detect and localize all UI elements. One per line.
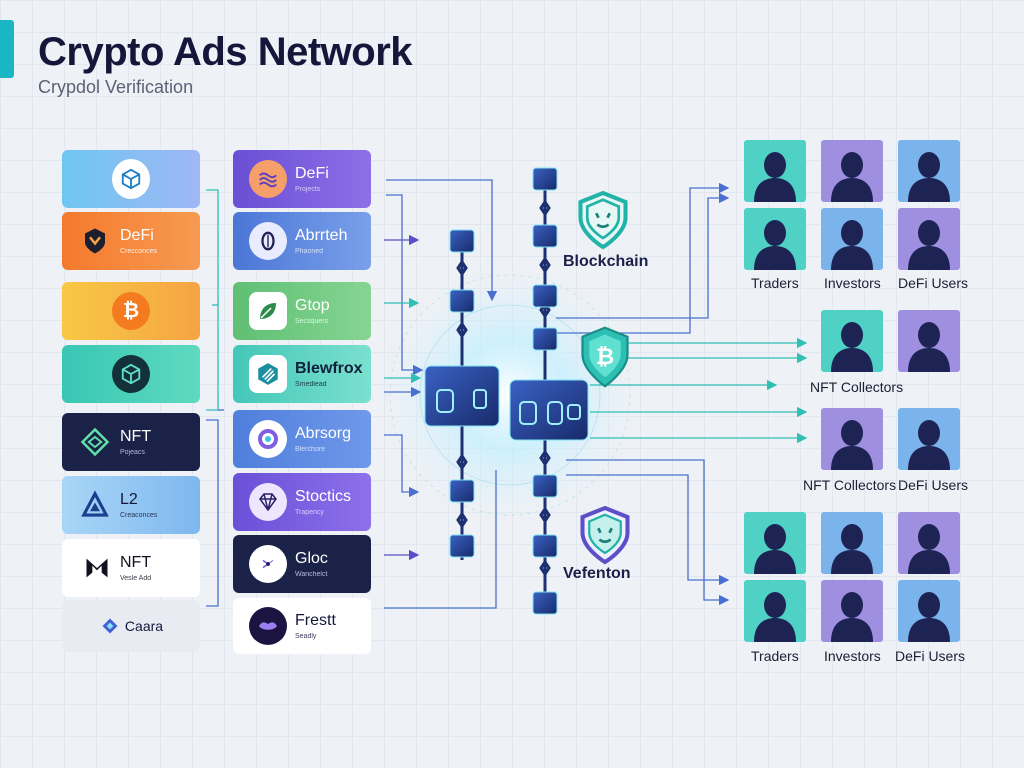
gem-icon bbox=[249, 483, 287, 521]
left-card-sub: Pojeacs bbox=[120, 449, 145, 456]
bitcoin-icon: ₿ bbox=[112, 292, 150, 330]
middle-card-sub: Wanchelct bbox=[295, 571, 328, 578]
user-avatar-icon bbox=[898, 140, 960, 202]
caara-logo-icon bbox=[99, 615, 121, 637]
user-avatar-icon bbox=[744, 580, 806, 642]
stripes-icon bbox=[249, 355, 287, 393]
user-avatar-icon bbox=[744, 140, 806, 202]
leaf-icon bbox=[249, 222, 287, 260]
middle-card-label: Abrsorg bbox=[295, 425, 352, 442]
lips-icon bbox=[249, 607, 287, 645]
shield-icon bbox=[578, 505, 632, 565]
audience-label: DeFi Users bbox=[898, 477, 969, 493]
user-avatar-icon bbox=[898, 512, 960, 574]
left-card-label: Caara bbox=[124, 618, 164, 634]
triangle-icon bbox=[78, 488, 112, 522]
leaf-icon bbox=[249, 292, 287, 330]
left-card-label: DeFi bbox=[120, 227, 154, 244]
audience-label: Investors bbox=[824, 648, 881, 664]
cube-icon bbox=[112, 159, 150, 199]
audience-label: NFT Collectors bbox=[803, 477, 897, 493]
left-card-nft[interactable]: NFT Pojeacs bbox=[62, 413, 200, 471]
audience-label: Investors bbox=[824, 275, 881, 291]
m-logo-icon bbox=[82, 551, 112, 585]
left-card-cube-2[interactable] bbox=[62, 345, 200, 403]
middle-card-sub: Blerchore bbox=[295, 446, 325, 453]
left-card-nft-2[interactable]: NFT Vesle Add bbox=[62, 539, 200, 597]
user-avatar-icon bbox=[898, 408, 960, 470]
left-card-sub: Crecconces bbox=[120, 248, 157, 255]
middle-card-label: Blewfrox bbox=[295, 360, 363, 377]
left-card-sub: Creaconces bbox=[120, 512, 158, 519]
user-avatar-icon bbox=[821, 208, 883, 270]
user-avatar-icon bbox=[744, 208, 806, 270]
user-avatar-icon bbox=[821, 140, 883, 202]
page-title: Crypto Ads Network bbox=[38, 30, 413, 74]
middle-card-label: Gloc bbox=[295, 550, 328, 567]
petal-icon bbox=[249, 545, 287, 583]
middle-card-sub: Smedlead bbox=[295, 381, 327, 388]
audience-label: DeFi Users bbox=[895, 648, 966, 664]
wave-icon bbox=[249, 160, 287, 198]
user-avatar-icon bbox=[898, 580, 960, 642]
left-card-label: L2 bbox=[120, 491, 138, 508]
user-avatar-icon bbox=[744, 512, 806, 574]
user-avatar-icon bbox=[821, 310, 883, 372]
user-avatar-icon bbox=[898, 208, 960, 270]
left-card-label: NFT bbox=[120, 554, 152, 571]
shield-icon bbox=[576, 190, 630, 250]
middle-card-label: Gtop bbox=[295, 297, 330, 314]
middle-card-sub: Seadly bbox=[295, 633, 317, 640]
user-avatar-icon bbox=[898, 310, 960, 372]
left-card-label: NFT bbox=[120, 428, 152, 445]
user-avatar-icon bbox=[821, 408, 883, 470]
cube-icon bbox=[112, 355, 150, 393]
middle-card-sub: Trapency bbox=[295, 509, 324, 516]
middle-card-label: Frestt bbox=[295, 612, 336, 629]
shield-logo-icon bbox=[78, 224, 112, 258]
diamond-icon bbox=[78, 425, 112, 459]
middle-card-sub: Secsquers bbox=[295, 318, 329, 325]
svg-text:₿: ₿ bbox=[596, 344, 614, 369]
left-card-bitcoin[interactable]: ₿ bbox=[62, 282, 200, 340]
title-accent-bar bbox=[0, 20, 14, 78]
middle-card-sub: Projects bbox=[295, 186, 321, 193]
shield-label: Blockchain bbox=[563, 253, 649, 270]
audience-label: NFT Collectors bbox=[810, 379, 904, 395]
bitcoin-shield-icon: ₿ bbox=[578, 325, 632, 389]
left-card-caara[interactable]: Caara bbox=[62, 600, 200, 652]
shield-label: Vefenton bbox=[563, 565, 631, 582]
audience-label: Traders bbox=[751, 275, 799, 291]
middle-card-label: Stoctics bbox=[295, 488, 352, 505]
middle-card-label: Abrrteh bbox=[295, 227, 348, 244]
audience-label: Traders bbox=[751, 648, 799, 664]
user-avatar-icon bbox=[821, 580, 883, 642]
ring-icon bbox=[249, 420, 287, 458]
middle-card-sub: Phaoned bbox=[295, 248, 324, 255]
middle-card-label: DeFi bbox=[295, 165, 329, 182]
audience-label: DeFi Users bbox=[898, 275, 969, 291]
page-subtitle: Crypdol Verification bbox=[38, 77, 194, 97]
user-avatar-icon bbox=[821, 512, 883, 574]
left-card-cube[interactable] bbox=[62, 150, 200, 208]
left-card-sub: Vesle Add bbox=[120, 575, 152, 582]
